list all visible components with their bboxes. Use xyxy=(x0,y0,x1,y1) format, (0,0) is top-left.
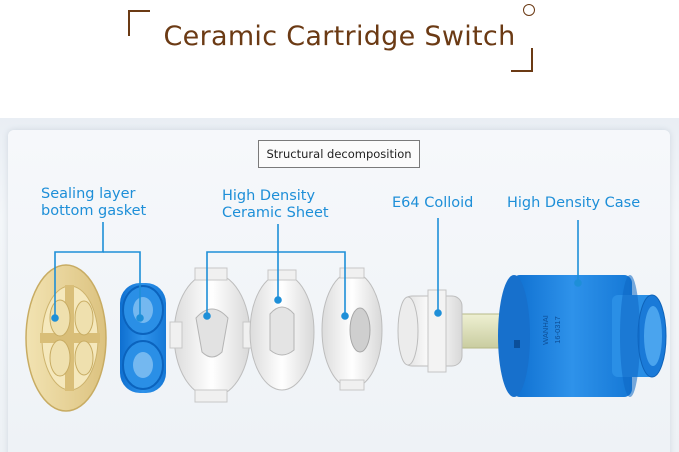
structural-decomposition-caption: Structural decomposition xyxy=(258,140,420,168)
label-sealing-line2: bottom gasket xyxy=(41,203,146,220)
label-sealing-line1: Sealing layer xyxy=(41,186,146,203)
label-e64-colloid: E64 Colloid xyxy=(392,195,473,212)
case-print-line1: WANHAI xyxy=(541,315,550,345)
ceramic-sheet-1-part xyxy=(170,268,255,402)
label-ceramic-line2: Ceramic Sheet xyxy=(222,205,329,222)
blue-gasket-part xyxy=(120,283,166,393)
label-ceramic-line1: High Density xyxy=(222,188,329,205)
label-ceramic-sheet: High Density Ceramic Sheet xyxy=(222,188,329,222)
ceramic-sheet-2-part xyxy=(250,270,314,390)
label-high-density-case: High Density Case xyxy=(507,195,640,212)
high-density-case-part: WANHAI 16-0317 xyxy=(498,275,666,397)
label-sealing-layer: Sealing layer bottom gasket xyxy=(41,186,146,220)
case-print-line2: 16-0317 xyxy=(553,316,562,344)
sealing-gasket-part xyxy=(26,265,106,411)
ceramic-sheet-3-part xyxy=(322,268,382,390)
